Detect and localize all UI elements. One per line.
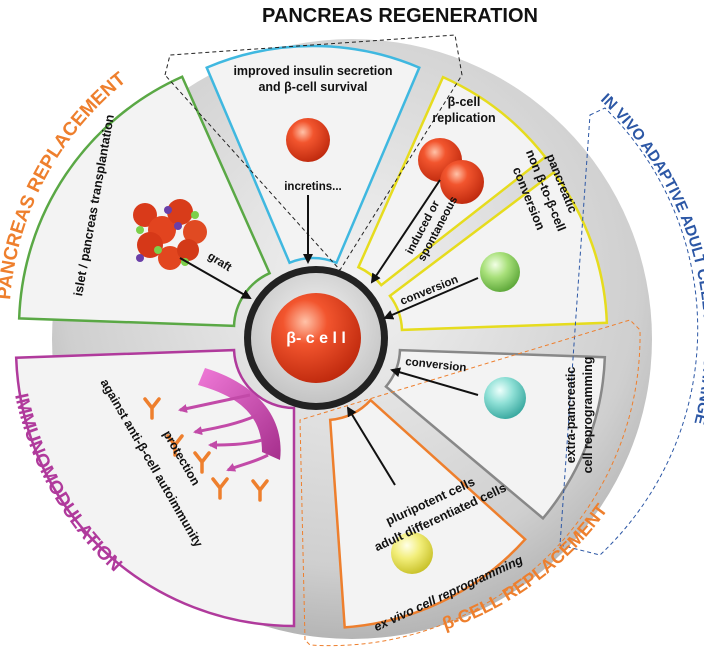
beta-cell-incretins — [286, 118, 330, 162]
pancreatic-conversion-arrow — [383, 277, 479, 320]
sector-immunomodulation — [14, 348, 296, 628]
antibody-icon — [143, 397, 161, 420]
beta-cell-replicating-2 — [440, 160, 484, 204]
regeneration-title: PANCREAS REGENERATION — [262, 5, 538, 27]
antibody-icon — [166, 434, 184, 457]
incretins-title-2: and β-cell survival — [258, 80, 367, 94]
extra-pancreatic-cell — [484, 377, 526, 419]
extra-pancreatic-arrow — [390, 367, 479, 396]
antibody-icon — [193, 451, 211, 474]
stem-cell — [391, 532, 433, 574]
center-beta-cell — [271, 293, 361, 383]
graft-arrow — [179, 257, 252, 299]
antibody-icon — [251, 479, 269, 502]
deflect-arrow-2 — [193, 413, 259, 436]
regeneration-group-outline — [164, 34, 463, 271]
center-label: β- c e l l — [286, 330, 346, 347]
replication-arrow — [370, 179, 441, 284]
deflect-arrow-4 — [226, 453, 269, 472]
extra-pancreatic-2: cell reprogramming — [581, 357, 595, 474]
replication-title-2: replication — [432, 111, 495, 125]
pancreatic-non-beta-cell — [480, 252, 520, 292]
islet-cluster-icon — [133, 199, 207, 270]
ex-vivo-arrow — [346, 406, 396, 486]
fate-change-group-outline — [559, 107, 699, 556]
antibody-icon — [211, 477, 229, 500]
incretins-title-1: improved insulin secretion — [233, 64, 392, 78]
deflect-arrow-1 — [178, 393, 251, 413]
protective-shield-icon — [198, 368, 281, 460]
deflect-arrow-3 — [208, 438, 263, 450]
beta-replacement-group-outline — [299, 319, 641, 647]
incretins-agent: incretins... — [284, 181, 342, 193]
replication-title-1: β-cell — [448, 95, 481, 109]
extra-pancreatic-1: extra-pancreatic — [564, 367, 578, 464]
